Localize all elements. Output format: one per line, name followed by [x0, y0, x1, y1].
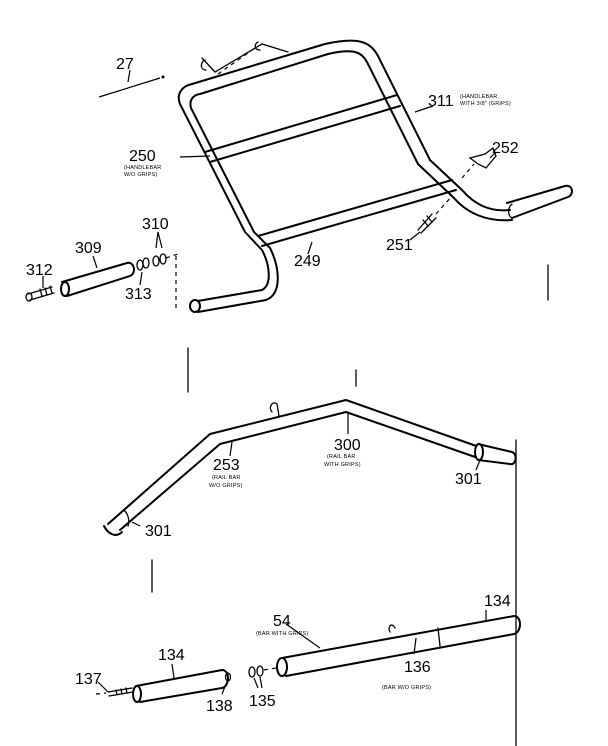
callout-310: 310 — [142, 216, 169, 233]
callout-252: 252 — [492, 140, 519, 157]
callout-250-desc-line2: W/O GRIPS) — [124, 172, 157, 178]
grip-parts-group — [25, 253, 179, 302]
callout-54: 54 — [273, 613, 291, 630]
callout-134-left: 134 — [158, 647, 185, 664]
callout-309: 309 — [75, 240, 102, 257]
callout-249: 249 — [294, 253, 321, 270]
rail-bar — [103, 399, 517, 536]
bottom-bar — [95, 615, 521, 703]
callout-250-desc-line1: (HANDLEBAR — [124, 165, 161, 171]
callout-137: 137 — [75, 671, 102, 688]
callout-138: 138 — [206, 698, 233, 715]
callout-312: 312 — [26, 262, 53, 279]
callout-135: 135 — [249, 693, 276, 710]
callout-136-desc: (BAR W/O GRIPS) — [382, 685, 431, 691]
callout-251: 251 — [386, 237, 413, 254]
guide-lines — [151, 264, 549, 746]
callout-253-desc-line1: (RAIL BAR — [212, 475, 241, 481]
leader-lines-middle — [131, 412, 481, 527]
callout-136: 136 — [404, 659, 431, 676]
callout-253: 253 — [213, 457, 240, 474]
callout-300: 300 — [334, 437, 361, 454]
callout-300-desc-line2: WITH GRIPS) — [324, 462, 361, 468]
callout-134-right: 134 — [484, 593, 511, 610]
callout-301-right: 301 — [455, 471, 482, 488]
callout-311-desc-line2: WITH 3/8" (GRIPS) — [460, 101, 511, 107]
callout-311: 311 — [428, 93, 454, 110]
callout-253-desc-line2: W/O GRIPS) — [209, 483, 242, 489]
leader-lines-bottom — [97, 610, 487, 695]
callout-54-desc: (BAR WITH GRIPS) — [256, 631, 308, 637]
callout-313: 313 — [125, 286, 152, 303]
leader-lines-top — [42, 69, 497, 288]
callout-27: 27 — [116, 56, 134, 73]
handlebar-frame — [98, 39, 573, 313]
callout-250: 250 — [129, 148, 156, 165]
callout-labels: 27 311 (HANDLEBAR WITH 3/8" (GRIPS) 250 … — [26, 56, 519, 715]
callout-300-desc-line1: (RAIL BAR — [327, 454, 356, 460]
callout-301-left: 301 — [145, 523, 172, 540]
callout-311-desc-line1: (HANDLEBAR — [460, 94, 497, 100]
